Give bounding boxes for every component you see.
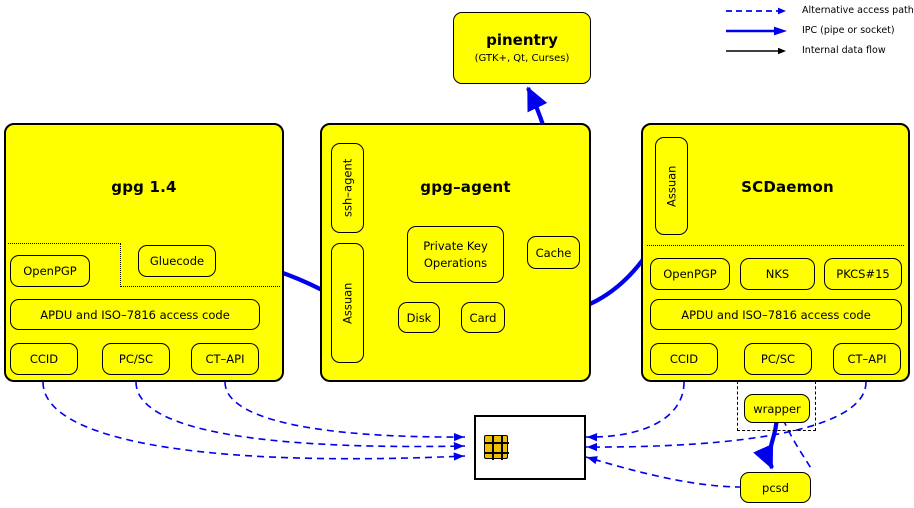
scdaemon-driver-pcsc[interactable]: PC/SC (744, 343, 812, 375)
thin-arrow-icon (726, 47, 786, 55)
scdaemon-apdu-box[interactable]: APDU and ISO–7816 access code (650, 299, 902, 330)
pinentry-subtitle: (GTK+, Qt, Curses) (474, 52, 570, 64)
gpg-agent-disk-box[interactable]: Disk (398, 302, 440, 333)
scdaemon-app-openpgp[interactable]: OpenPGP (650, 258, 730, 290)
alt-path-scd-ccid (585, 381, 685, 442)
gpg-agent-card-box[interactable]: Card (461, 302, 505, 333)
alt-path-pcsd-card (585, 456, 743, 488)
thick-arrow-icon (726, 26, 787, 36)
gpg-apdu-box[interactable]: APDU and ISO–7816 access code (10, 299, 260, 330)
alt-path-gpg-pcsc (135, 381, 466, 451)
gpg-agent-panel-title: gpg–agent (420, 178, 511, 196)
gpg-agent-private-key-ops-box[interactable]: Private Key Operations (407, 226, 504, 283)
ssh-agent-label: ssh–agent (340, 158, 355, 218)
scdaemon-panel-title: SCDaemon (741, 178, 834, 196)
alt-path-scd-ctapi (585, 381, 867, 452)
legend-item-ipc: IPC (pipe or socket) (724, 22, 914, 42)
wrapper-box[interactable]: wrapper (744, 394, 810, 423)
scdaemon-assuan-box[interactable]: Assuan (655, 137, 688, 235)
alt-path-gpg-ccid (42, 381, 466, 461)
scdaemon-app-pkcs15[interactable]: PKCS#15 (824, 258, 902, 290)
scdaemon-assuan-label: Assuan (664, 165, 679, 207)
legend-label-alternative-access-paths: Alternative access paths (802, 5, 914, 16)
smartcard-chip-icon (484, 435, 509, 460)
scdaemon-driver-ccid[interactable]: CCID (650, 343, 718, 375)
legend: Alternative access paths IPC (pipe or so… (724, 2, 914, 62)
gpg-agent-ssh-agent-box[interactable]: ssh–agent (331, 143, 364, 233)
legend-item-internal-data-flow: Internal data flow (724, 42, 914, 62)
gpg-driver-pcsc[interactable]: PC/SC (102, 343, 170, 375)
pinentry-title: pinentry (486, 30, 558, 49)
gpg-openpgp-box[interactable]: OpenPGP (10, 255, 90, 287)
dashed-arrow-icon (726, 7, 786, 15)
legend-label-ipc: IPC (pipe or socket) (802, 25, 895, 36)
private-key-ops-line2: Operations (423, 255, 488, 270)
gpg-driver-ccid[interactable]: CCID (10, 343, 78, 375)
pcsd-box[interactable]: pcsd (740, 472, 811, 503)
legend-label-internal-data-flow: Internal data flow (802, 45, 886, 56)
pinentry-box[interactable]: pinentry (GTK+, Qt, Curses) (453, 12, 591, 84)
legend-item-alternative-access-paths: Alternative access paths (724, 2, 914, 22)
scdaemon-driver-ctapi[interactable]: CT–API (833, 343, 901, 375)
gpg-gluecode-box[interactable]: Gluecode (138, 245, 216, 277)
gpg-panel-title: gpg 1.4 (111, 178, 177, 196)
scdaemon-app-nks[interactable]: NKS (740, 258, 815, 290)
private-key-ops-line1: Private Key (423, 238, 488, 253)
gpg-driver-ctapi[interactable]: CT–API (191, 343, 259, 375)
assuan-label: Assuan (340, 282, 355, 324)
gpg-agent-cache-box[interactable]: Cache (527, 236, 580, 269)
gpg-agent-assuan-box[interactable]: Assuan (331, 243, 364, 363)
wrapper-dashed-region (737, 381, 816, 431)
alt-path-gpg-ctapi (224, 381, 466, 442)
